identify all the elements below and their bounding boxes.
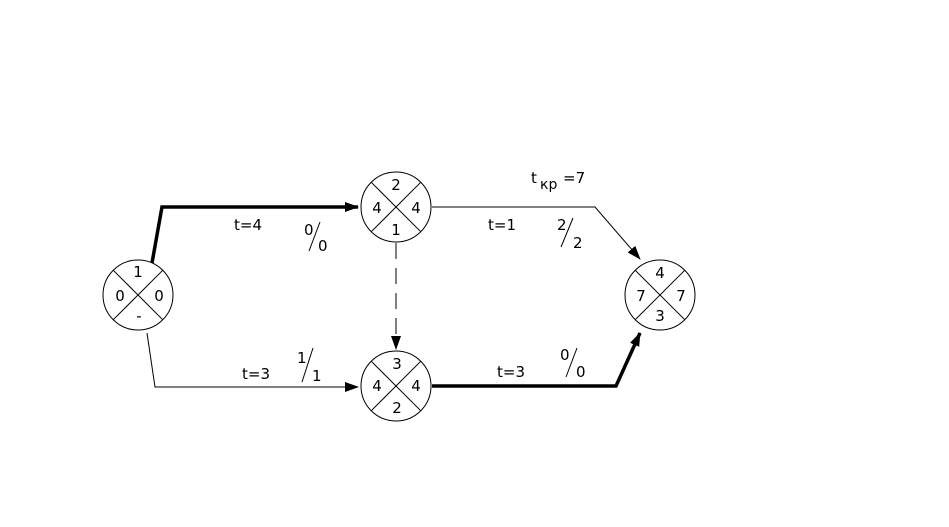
node-4-bottom: 3 [655, 307, 665, 325]
critical-path-label: t кр =7 [531, 169, 585, 193]
node-1-top: 1 [133, 263, 143, 281]
node-4-top: 4 [655, 264, 665, 282]
edge-1-3-duration: t=3 [242, 365, 270, 383]
critical-path-value: =7 [563, 169, 585, 187]
edge-2-4-duration: t=1 [488, 216, 516, 234]
edge-1-2-reserve-num: 0 [304, 221, 314, 239]
edge-2-4 [432, 206, 641, 260]
node-3-top: 3 [392, 355, 402, 373]
node-4: 4 7 7 3 [624, 259, 696, 331]
node-3-bottom: 2 [392, 399, 402, 417]
node-2-left: 4 [372, 199, 382, 217]
edge-1-2-duration: t=4 [234, 216, 262, 234]
critical-path-subscript: кр [540, 177, 557, 193]
node-3: 3 4 4 2 [360, 350, 432, 422]
node-4-right: 7 [676, 287, 686, 305]
node-1-bottom: - [136, 307, 141, 325]
node-3-left: 4 [372, 377, 382, 395]
edge-2-4-reserve-den: 2 [573, 234, 583, 252]
edge-3-4-reserve-num: 0 [560, 346, 570, 364]
edge-1-3 [146, 332, 359, 392]
node-1-right: 0 [154, 287, 164, 305]
edge-3-4-duration: t=3 [497, 363, 525, 381]
edge-1-3-reserve: 1 1 [297, 347, 322, 385]
edge-1-3-reserve-den: 1 [312, 367, 322, 385]
node-4-left: 7 [636, 287, 646, 305]
node-2-bottom: 1 [391, 221, 401, 239]
critical-path-t: t [531, 169, 537, 187]
edge-1-3-reserve-num: 1 [297, 349, 307, 367]
node-1: 1 0 0 - [102, 259, 174, 331]
edge-3-4-reserve: 0 0 [560, 346, 586, 381]
edge-1-2-reserve: 0 0 [304, 221, 328, 255]
edge-1-2-reserve-den: 0 [318, 237, 328, 255]
node-2-top: 2 [391, 176, 401, 194]
edge-2-4-reserve: 2 2 [557, 216, 583, 252]
node-2: 2 4 4 1 [360, 171, 432, 243]
edge-3-4 [432, 332, 642, 388]
node-1-left: 0 [115, 287, 125, 305]
edge-3-4-reserve-den: 0 [576, 363, 586, 381]
node-2-right: 4 [411, 199, 421, 217]
edge-1-2 [150, 202, 359, 264]
node-3-right: 4 [411, 377, 421, 395]
edge-2-4-reserve-num: 2 [557, 216, 567, 234]
